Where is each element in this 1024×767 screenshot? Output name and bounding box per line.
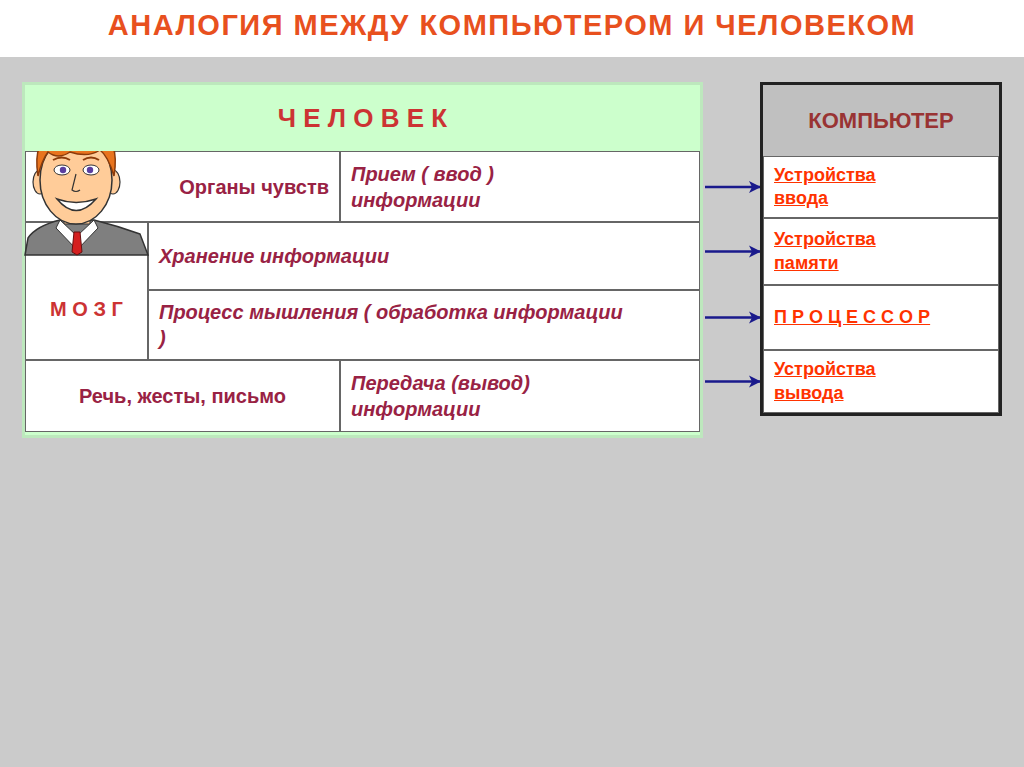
table-panel: КОМПЬЮТЕР Устройства вводаУстройства памя… bbox=[760, 82, 1002, 416]
cell-text: Процесс мышления ( обработка информации … bbox=[159, 299, 629, 351]
panel-heading: КОМПЬЮТЕР bbox=[763, 85, 999, 156]
cell-text: Органы чувств bbox=[179, 174, 329, 200]
device-cell: П Р О Ц Е С С О Р bbox=[763, 285, 999, 350]
cell-text: Прием ( ввод ) информации bbox=[351, 161, 551, 213]
output-cell: Передача (вывод) информации bbox=[340, 360, 700, 432]
cell-text: Передача (вывод) информации bbox=[351, 370, 551, 422]
nose bbox=[72, 174, 80, 192]
cell-text: Устройства ввода bbox=[774, 164, 914, 211]
ear bbox=[33, 170, 47, 194]
ear bbox=[106, 170, 120, 194]
device-cell: Устройства памяти bbox=[763, 218, 999, 285]
device-cell: Устройства вывода bbox=[763, 350, 999, 413]
panel-heading: Ч Е Л О В Е К bbox=[25, 85, 700, 151]
eye bbox=[83, 165, 99, 175]
connector-arrow bbox=[705, 380, 761, 383]
connector-arrow bbox=[705, 250, 761, 253]
tie bbox=[72, 232, 82, 255]
processing-cell: Процесс мышления ( обработка информации … bbox=[148, 290, 700, 360]
suit bbox=[25, 220, 148, 255]
cell-text: Речь, жесты, письмо bbox=[79, 383, 286, 409]
neck bbox=[64, 200, 90, 224]
cell-text: Устройства вывода bbox=[774, 358, 914, 405]
connector-arrow bbox=[705, 186, 761, 189]
cell-text: П Р О Ц Е С С О Р bbox=[774, 306, 930, 329]
device-cell: Устройства ввода bbox=[763, 156, 999, 218]
eyebrow bbox=[53, 158, 70, 161]
cell-text: М О З Г bbox=[50, 296, 123, 322]
connector-arrow bbox=[705, 316, 761, 319]
smile bbox=[57, 199, 96, 211]
speech-cell: Речь, жесты, письмо bbox=[25, 360, 340, 432]
eyebrow bbox=[83, 158, 99, 161]
sense-cell: Органы чувств bbox=[25, 151, 340, 222]
storage-cell: Хранение информации bbox=[148, 222, 700, 290]
pupil bbox=[87, 167, 93, 173]
face bbox=[40, 136, 112, 224]
cell-text: Хранение информации bbox=[159, 243, 389, 269]
slide-title: АНАЛОГИЯ МЕЖДУ КОМПЬЮТЕРОМ И ЧЕЛОВЕКОМ bbox=[0, 9, 1024, 42]
input-cell: Прием ( ввод ) информации bbox=[340, 151, 700, 222]
eye bbox=[54, 165, 70, 175]
hair bbox=[37, 123, 115, 176]
brain-cell: М О З Г bbox=[25, 222, 148, 360]
shirt-collar bbox=[56, 220, 98, 250]
table-panel: Ч Е Л О В Е К Органы чувств Прием ( ввод )… bbox=[22, 82, 703, 438]
person-figure bbox=[25, 123, 148, 255]
pupil bbox=[60, 167, 66, 173]
cell-text: Устройства памяти bbox=[774, 228, 914, 275]
